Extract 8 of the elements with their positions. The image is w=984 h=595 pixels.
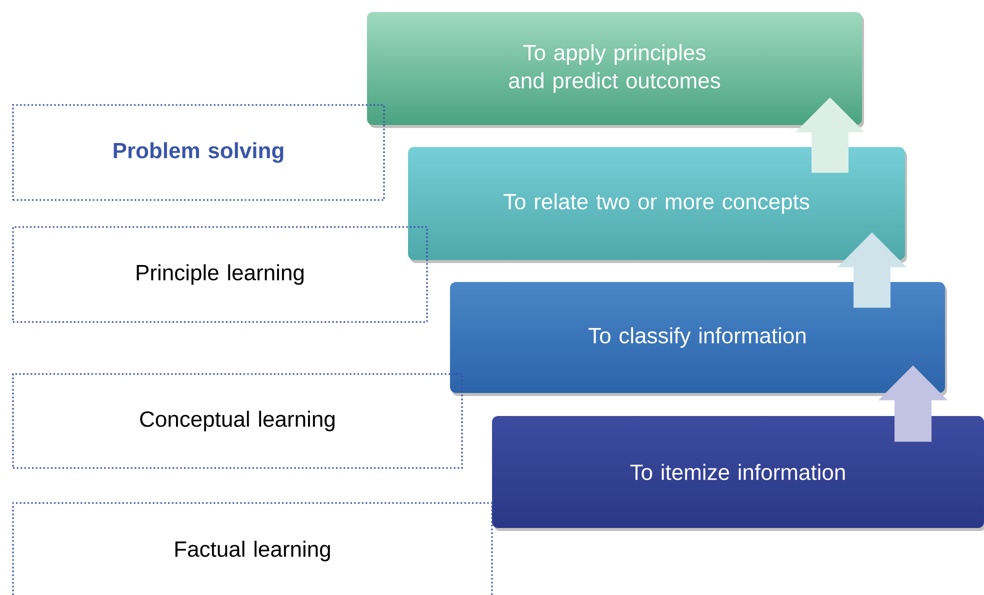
dotted-box: Principle learning	[12, 226, 428, 323]
level-box: To apply principles and predict outcomes	[367, 12, 864, 128]
level-box: To itemize information	[492, 416, 984, 531]
level-box: To relate two or more concepts	[408, 147, 908, 263]
level-box: To classify information	[450, 282, 947, 396]
dotted-box: Problem solving	[12, 104, 385, 201]
dotted-box: Factual learning	[12, 502, 493, 595]
dotted-box: Conceptual learning	[12, 373, 463, 469]
